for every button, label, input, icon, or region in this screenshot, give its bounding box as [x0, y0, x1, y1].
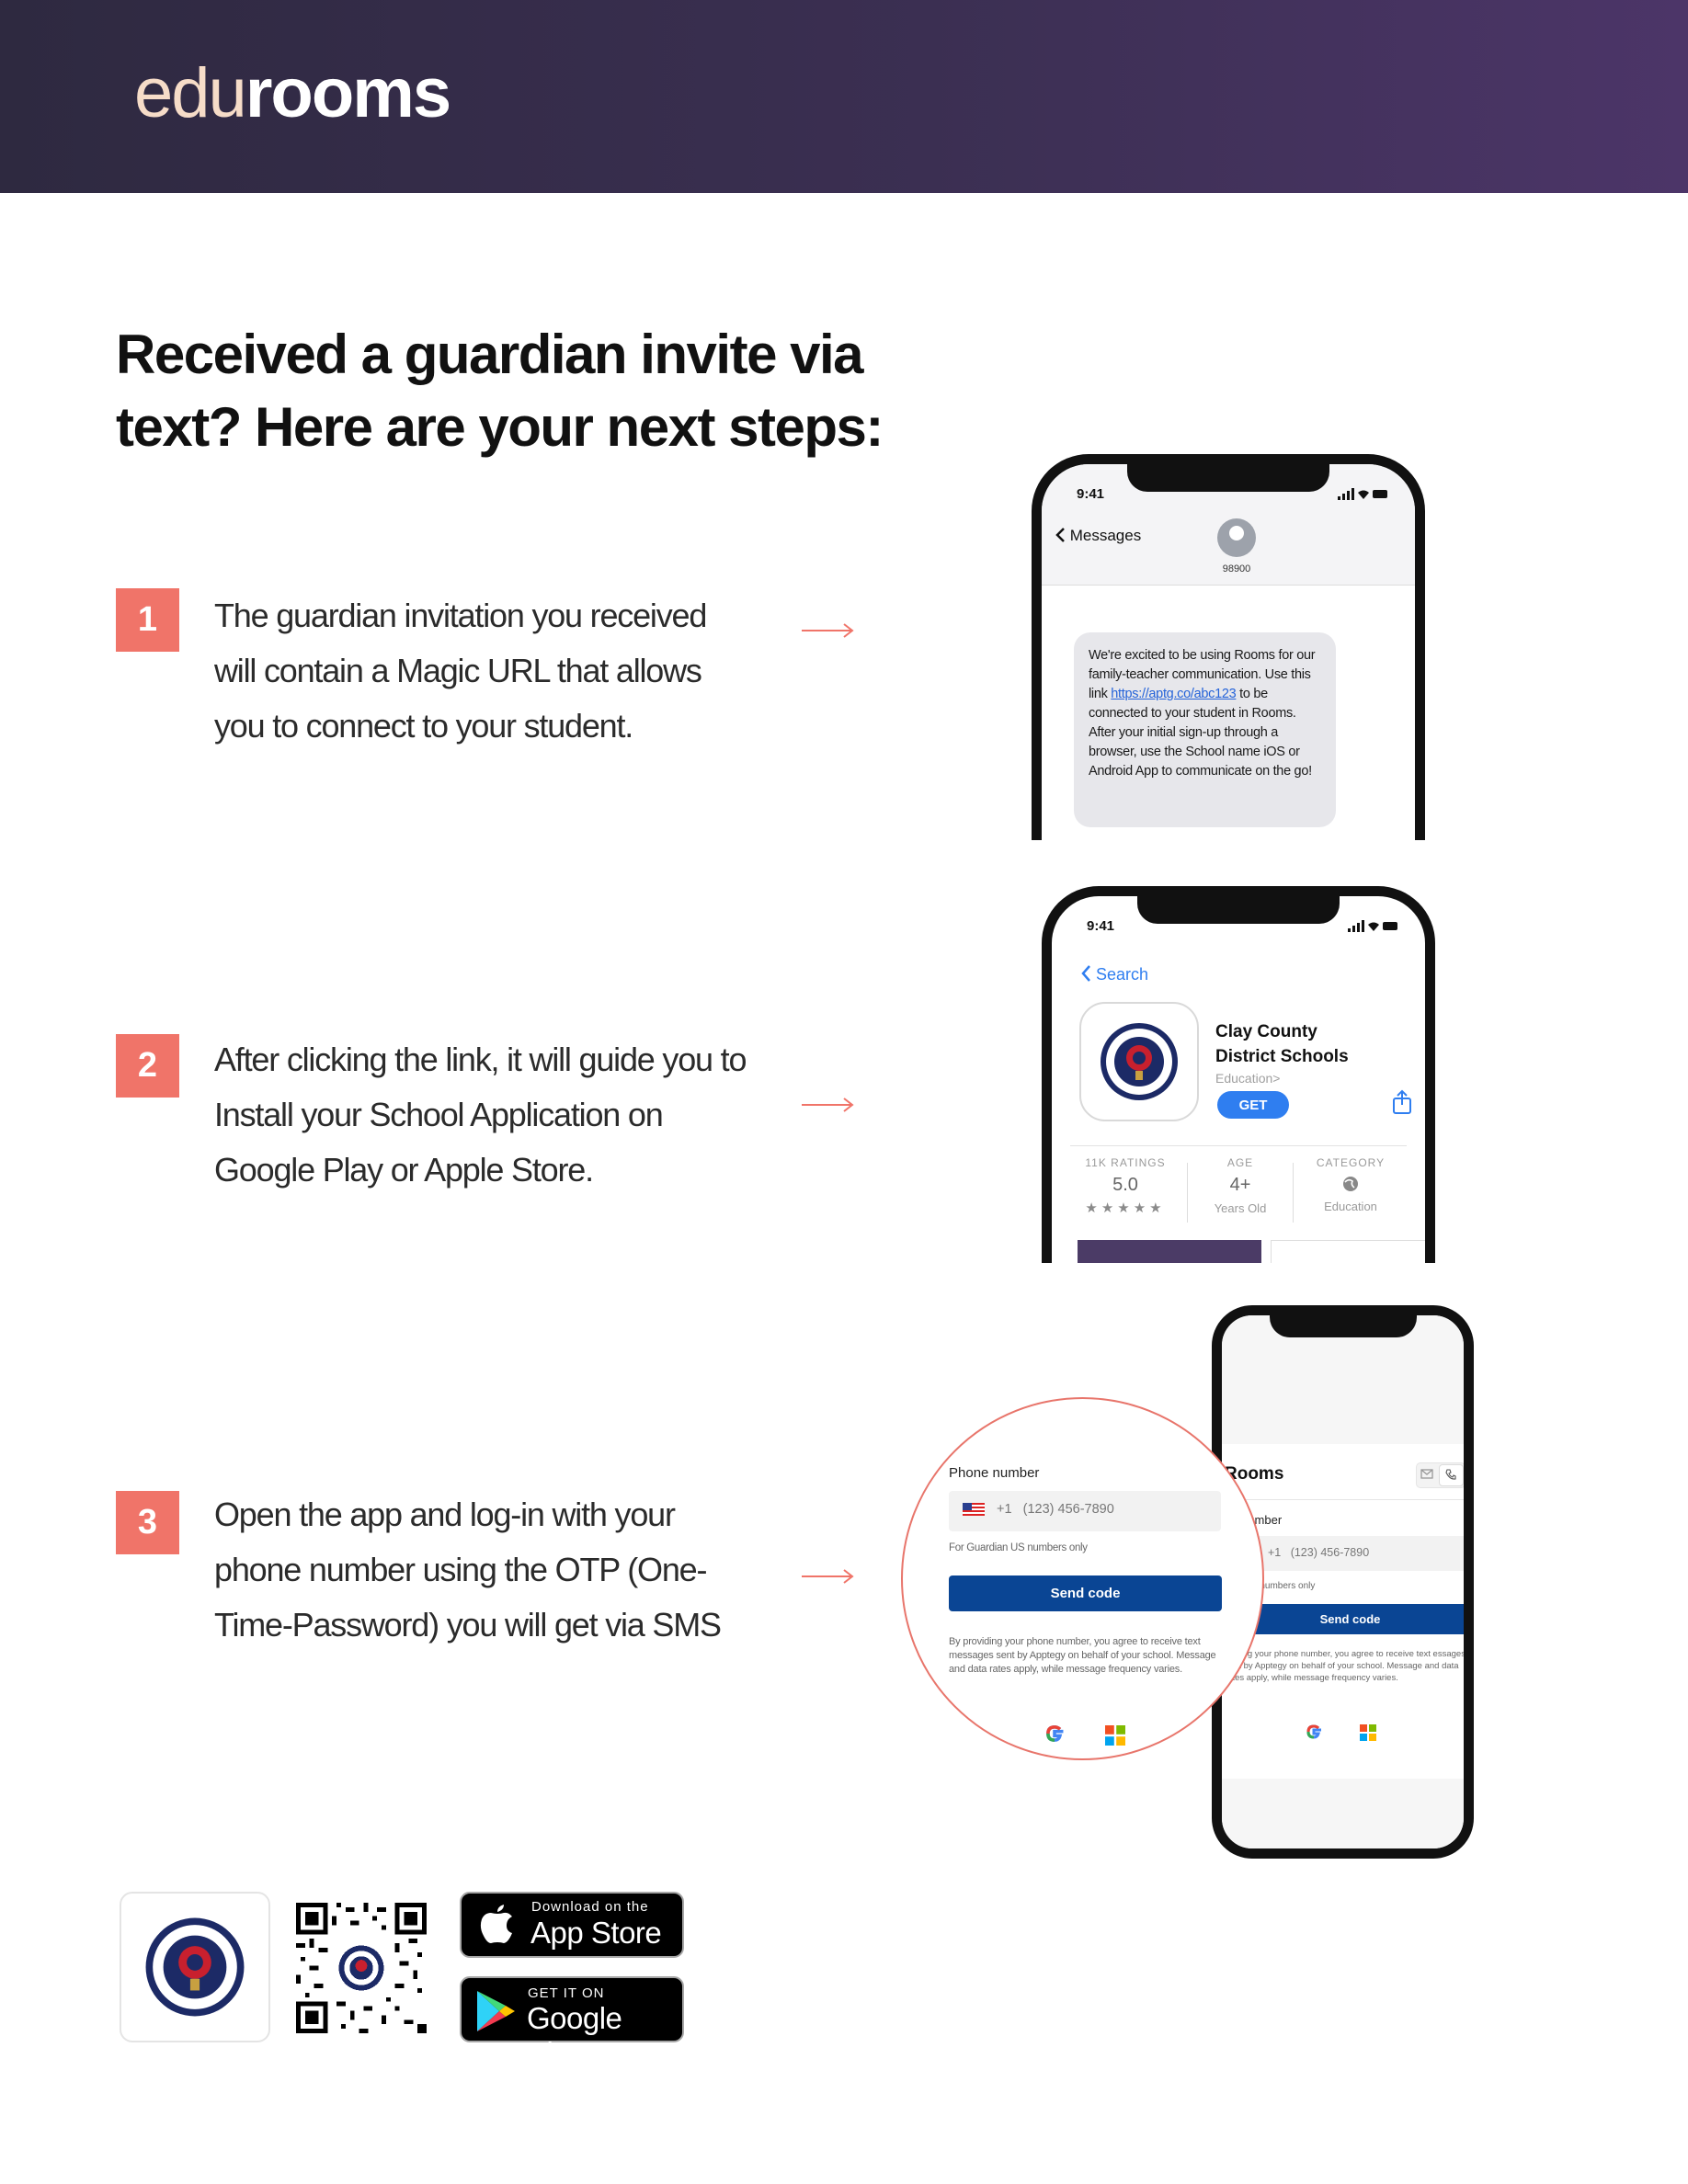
- contact-avatar: [1217, 518, 1256, 557]
- sms-message-bubble: We're excited to be using Rooms for our …: [1074, 632, 1336, 827]
- mail-icon[interactable]: [1420, 1469, 1433, 1480]
- google-icon[interactable]: [1043, 1722, 1066, 1746]
- arrow-right-icon: [802, 623, 854, 638]
- login-zoom-callout: Phone number +1 (123) 456-7890 For Guard…: [901, 1397, 1264, 1760]
- microsoft-icon[interactable]: [1360, 1724, 1376, 1741]
- sms-consent-text: oviding your phone number, you agree to …: [1225, 1649, 1466, 1683]
- step-2-number: 2: [116, 1034, 179, 1098]
- divider: [1222, 1499, 1464, 1500]
- arrow-right-icon: [802, 1569, 854, 1584]
- phone-icon: [1445, 1469, 1456, 1480]
- get-button[interactable]: GET: [1217, 1091, 1289, 1119]
- phone-notch: [1269, 1315, 1417, 1337]
- send-code-button[interactable]: Send code: [1233, 1604, 1464, 1634]
- google-play-icon: [477, 1991, 515, 2031]
- step-1-text: The guardian invitation you received wil…: [214, 597, 707, 745]
- edurooms-logo: edurooms: [134, 54, 451, 132]
- apple-icon: [480, 1905, 512, 1943]
- phone-notch: [1137, 896, 1340, 924]
- chevron-left-icon: [1055, 528, 1065, 542]
- messages-back-button[interactable]: Messages: [1055, 527, 1141, 545]
- app-icon: [1079, 1002, 1199, 1121]
- step-3-text: Open the app and log-in with your phone …: [214, 1496, 722, 1644]
- ratings-stat: 11K RATINGS 5.0 ★★★★★: [1075, 1156, 1176, 1216]
- app-title: Rooms: [1225, 1464, 1284, 1484]
- status-icons: [1338, 488, 1387, 500]
- phone-login-mockup: Rooms ne number +1 (123) 456-7890 dian U…: [1212, 1305, 1474, 1859]
- phone-number-input[interactable]: +1 (123) 456-7890: [1231, 1536, 1464, 1571]
- magic-url-link[interactable]: https://aptg.co/abc123: [1111, 687, 1237, 701]
- send-code-button[interactable]: Send code: [949, 1575, 1222, 1611]
- google-icon[interactable]: [1304, 1722, 1324, 1742]
- qr-code: [296, 1903, 427, 2033]
- page-title: Received a guardian invite via text? Her…: [116, 318, 962, 463]
- status-time: 9:41: [1087, 918, 1115, 934]
- sms-consent-text: By providing your phone number, you agre…: [949, 1636, 1216, 1675]
- globe-icon: [1300, 1175, 1401, 1198]
- share-icon[interactable]: [1392, 1089, 1412, 1115]
- phone-notch: [1127, 464, 1329, 492]
- stat-divider: [1187, 1163, 1188, 1223]
- age-stat: AGE 4+ Years Old: [1214, 1156, 1267, 1215]
- login-bottom-area: [1222, 1779, 1464, 1848]
- step-2-text: After clicking the link, it will guide y…: [214, 1041, 747, 1189]
- phone-tab[interactable]: [1439, 1464, 1464, 1486]
- arrow-right-icon: [802, 1098, 854, 1112]
- category-stat: CATEGORY Education: [1300, 1156, 1401, 1213]
- contact-number: 98900: [1222, 563, 1251, 574]
- phone-messages-mockup: 9:41 Messages 98900 We're excited to be …: [1032, 454, 1425, 840]
- header-banner: edurooms: [0, 0, 1688, 193]
- phone-number-label: Phone number: [949, 1465, 1040, 1481]
- stat-divider: [1293, 1163, 1294, 1223]
- app-category-link[interactable]: Education>: [1215, 1071, 1281, 1086]
- chevron-left-icon: [1081, 965, 1090, 982]
- us-flag-icon: [963, 1503, 985, 1516]
- step-1-number: 1: [116, 588, 179, 652]
- status-icons: [1348, 920, 1397, 932]
- phone-appstore-mockup: 9:41 Search Clay County District Schools…: [1042, 886, 1435, 1263]
- clay-county-seal-icon: [1101, 1023, 1178, 1100]
- microsoft-icon[interactable]: [1105, 1725, 1125, 1746]
- step-3-number: 3: [116, 1491, 179, 1554]
- screenshot-preview: [1078, 1240, 1261, 1263]
- search-back-button[interactable]: Search: [1080, 964, 1148, 984]
- screenshot-preview: [1271, 1240, 1425, 1263]
- school-app-icon: [120, 1892, 270, 2042]
- status-time: 9:41: [1077, 486, 1105, 502]
- title-line-1: Received a guardian invite via: [116, 324, 864, 385]
- app-store-badge[interactable]: Download on the App Store: [460, 1892, 684, 1958]
- clay-county-seal-icon: [145, 1917, 245, 2017]
- title-line-2: text? Here are your next steps:: [116, 396, 884, 458]
- star-rating: ★★★★★: [1085, 1200, 1166, 1216]
- phone-number-input[interactable]: +1 (123) 456-7890: [949, 1491, 1221, 1531]
- app-name: Clay County District Schools: [1215, 1022, 1349, 1066]
- stats-divider: [1070, 1145, 1407, 1146]
- phone-hint: dian US numbers only: [1225, 1581, 1316, 1591]
- google-play-badge[interactable]: GET IT ON Google Play: [460, 1976, 684, 2070]
- phone-hint: For Guardian US numbers only: [949, 1542, 1088, 1553]
